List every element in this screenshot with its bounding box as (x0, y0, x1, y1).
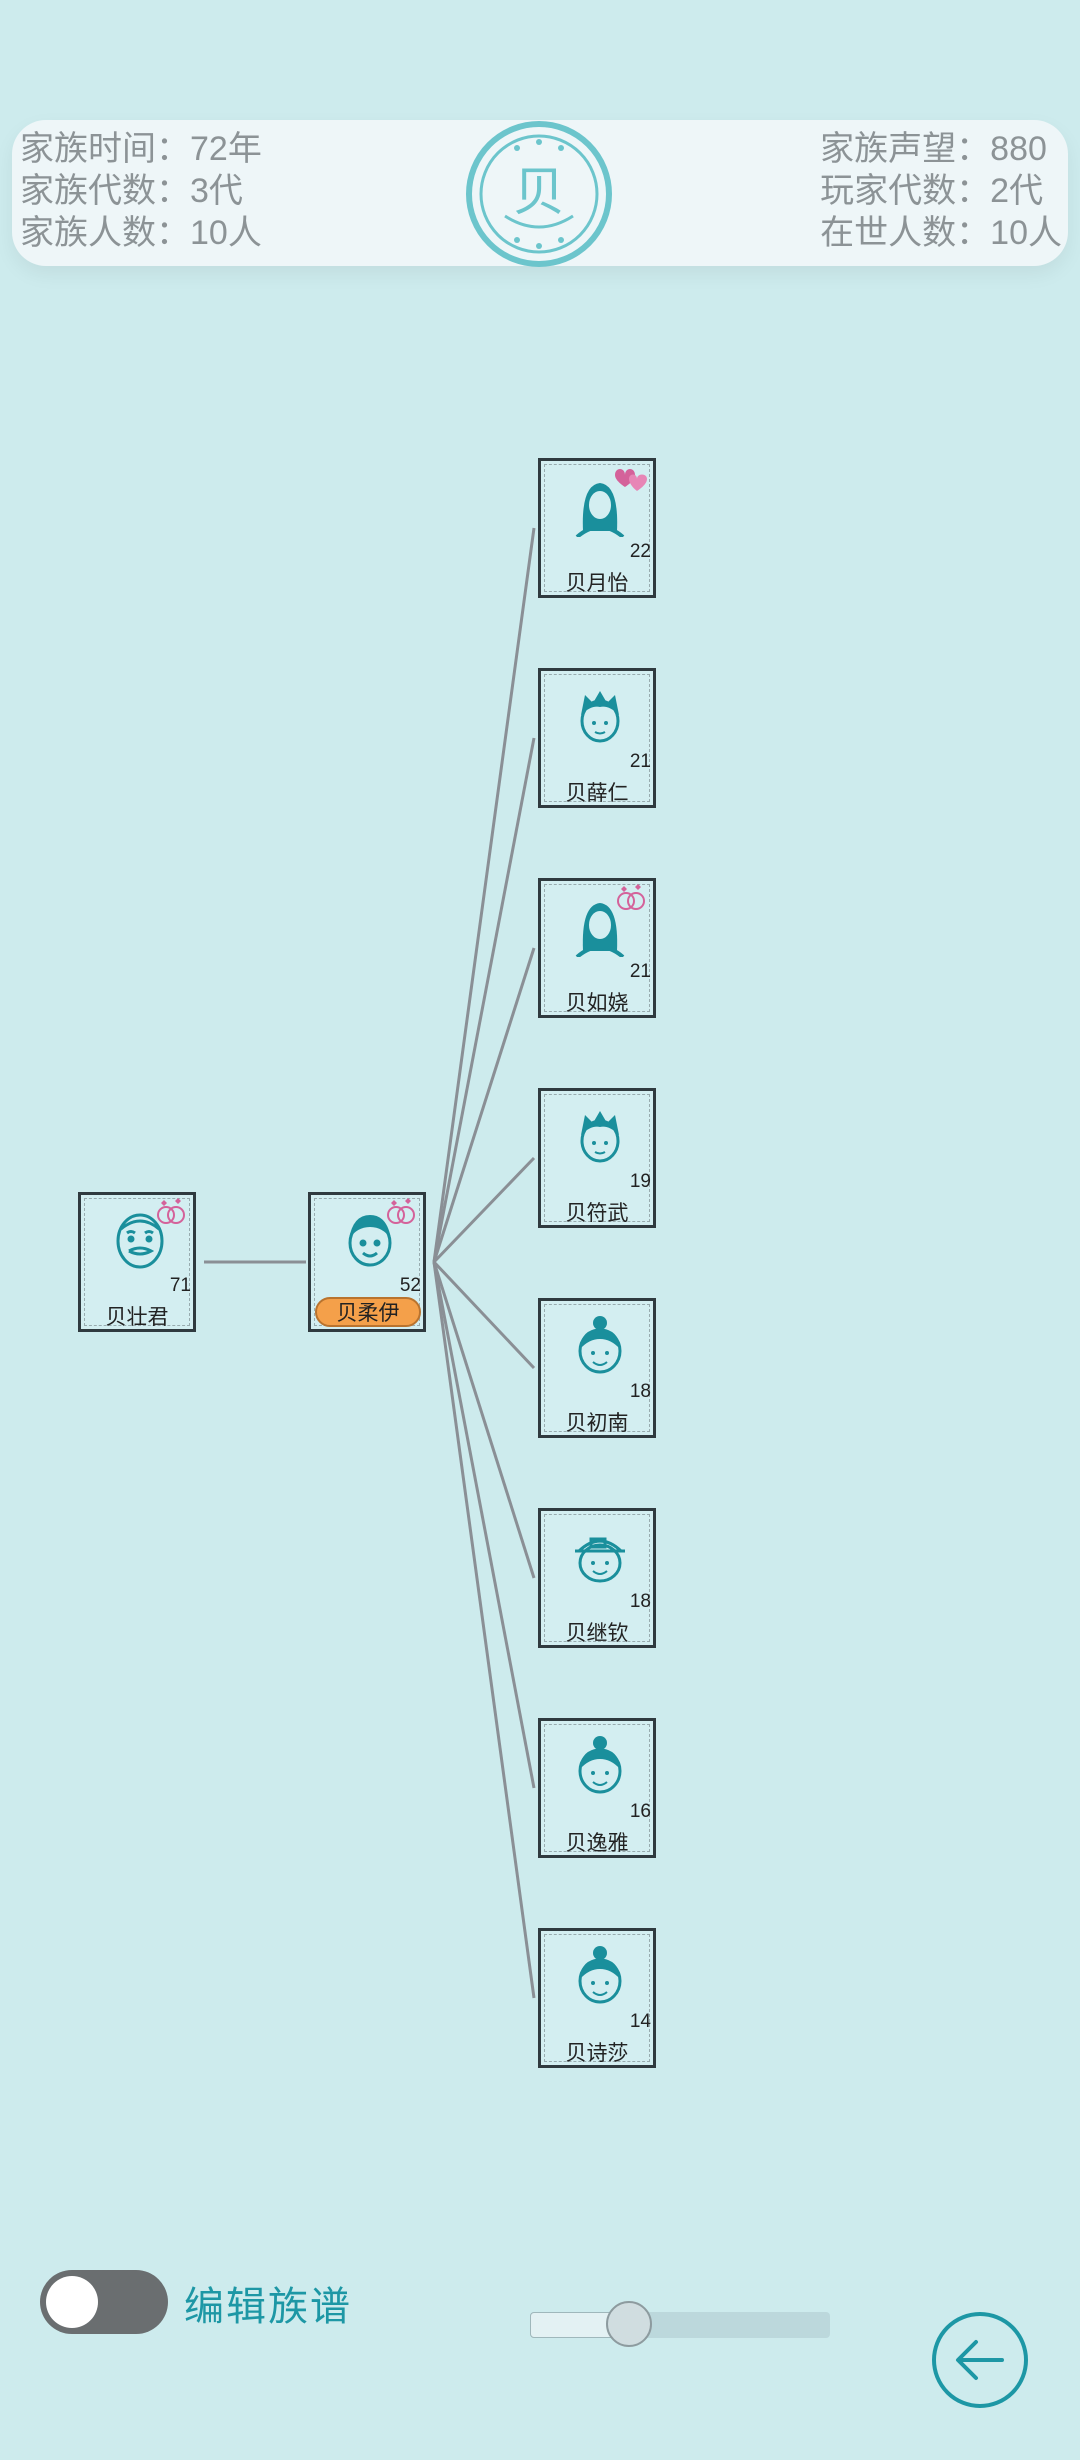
member-name: 贝诗莎 (565, 2042, 629, 2065)
grandpa-icon (116, 1213, 164, 1269)
member-age: 71 (169, 1275, 191, 1296)
woman-icon (348, 1215, 392, 1267)
member-name: 贝壮君 (105, 1306, 169, 1329)
hearts-icon (615, 469, 647, 491)
boy-icon (580, 1111, 620, 1163)
connector-parent-child (432, 1156, 536, 1264)
seal-character: 贝 (513, 163, 565, 223)
stat-family-members: 家族人数：10人 (20, 214, 262, 252)
rings-icon (617, 884, 645, 910)
edit-family-tree-label: 编辑族谱 (184, 2285, 352, 2329)
long-hair-woman-icon (575, 483, 625, 537)
bun-girl-icon (578, 1316, 622, 1374)
family-member-card[interactable]: 71 贝壮君 (78, 1192, 196, 1332)
toggle-knob (46, 2276, 98, 2328)
member-name: 贝初南 (565, 1412, 629, 1435)
connector-parent-child (432, 1261, 536, 1999)
stat-family-time: 家族时间：72年 (20, 130, 262, 168)
member-age: 21 (629, 751, 651, 772)
stats-left: 家族时间：72年 家族代数：3代 家族人数：10人 (20, 128, 262, 254)
member-name: 贝月怡 (565, 572, 629, 595)
member-age: 14 (629, 2011, 651, 2032)
family-stats-panel: 家族时间：72年 家族代数：3代 家族人数：10人 贝 家族声望：880 玩家代… (12, 120, 1068, 267)
connector-parent-child (432, 1261, 536, 1789)
member-age: 21 (629, 961, 651, 982)
edit-family-tree-toggle[interactable] (40, 2270, 168, 2334)
member-name: 贝薛仁 (565, 782, 629, 805)
member-age: 16 (629, 1801, 651, 1822)
connector-parent-child (432, 1261, 536, 1579)
zoom-slider[interactable] (530, 2301, 830, 2347)
connector-parent-child (432, 737, 536, 1263)
member-name: 贝继钦 (565, 1622, 629, 1645)
stat-player-generations: 玩家代数：2代 (820, 172, 1044, 210)
rings-icon (387, 1198, 415, 1224)
player-member-card[interactable]: 52 贝柔伊 (308, 1192, 426, 1332)
player-name-badge: 贝柔伊 (315, 1297, 421, 1327)
member-age: 19 (629, 1171, 651, 1192)
boy-icon (580, 691, 620, 743)
cap-kid-icon (575, 1537, 625, 1583)
slider-thumb[interactable] (606, 2301, 652, 2347)
member-name: 贝如娆 (565, 992, 629, 1015)
member-age: 22 (629, 541, 651, 562)
connector-parent-child (432, 527, 536, 1263)
stat-living-members: 在世人数：10人 (820, 214, 1062, 252)
stats-right: 家族声望：880 玩家代数：2代 在世人数：10人 (820, 128, 1062, 254)
long-hair-woman-icon (575, 903, 625, 957)
member-age: 18 (629, 1381, 651, 1402)
stat-family-reputation: 家族声望：880 (820, 130, 1047, 168)
member-name: 贝符武 (565, 1202, 629, 1225)
rings-icon (157, 1198, 185, 1224)
member-age: 18 (629, 1591, 651, 1612)
bun-girl-icon (578, 1946, 622, 2004)
member-name: 贝逸雅 (565, 1832, 629, 1855)
stat-family-generations: 家族代数：3代 (20, 172, 243, 210)
bun-girl-icon (578, 1736, 622, 1794)
connector-parent-child (432, 1260, 536, 1370)
family-seal-icon: 贝 (466, 121, 612, 267)
back-arrow-icon[interactable] (930, 2310, 1030, 2410)
member-age: 52 (399, 1275, 421, 1296)
connector-parent-child (432, 947, 536, 1263)
